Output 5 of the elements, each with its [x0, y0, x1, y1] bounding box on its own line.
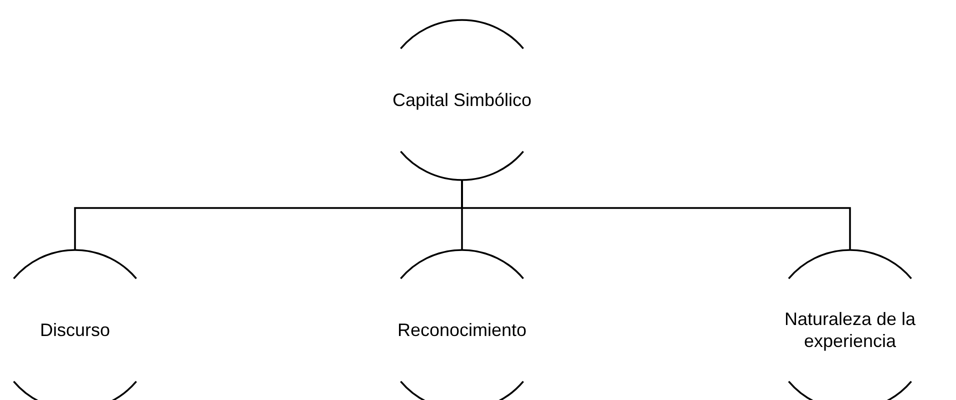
- node-label: Naturaleza de la experiencia: [783, 308, 917, 352]
- connector-line: [461, 180, 851, 250]
- node-label: Discurso: [40, 318, 110, 342]
- node-label: Reconocimiento: [397, 318, 527, 342]
- node-label: Capital Simbólico: [392, 88, 532, 112]
